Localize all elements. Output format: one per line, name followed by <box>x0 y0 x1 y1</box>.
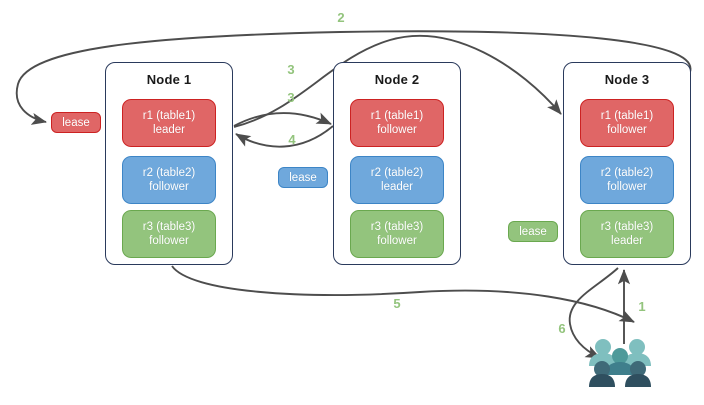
replica-role: follower <box>607 124 647 136</box>
node-title: Node 3 <box>604 72 650 87</box>
replica-name: r2 (table2) <box>142 167 196 179</box>
node-box-2[interactable]: Node 2 r1 (table1) follower r2 (table2) … <box>333 62 461 265</box>
lease-badge-green[interactable]: lease <box>508 221 558 242</box>
replica-r2[interactable]: r2 (table2) follower <box>122 156 216 204</box>
replica-role: leader <box>381 181 413 193</box>
replica-role: follower <box>149 181 189 193</box>
replica-role: follower <box>377 124 417 136</box>
replica-name: r1 (table1) <box>142 110 196 122</box>
node-title: Node 2 <box>374 72 420 87</box>
replica-name: r1 (table1) <box>600 110 654 122</box>
replica-role: leader <box>153 124 185 136</box>
replica-r3[interactable]: r3 (table3) leader <box>580 210 674 258</box>
lease-badge-blue[interactable]: lease <box>278 167 328 188</box>
replica-name: r2 (table2) <box>370 167 424 179</box>
node-title: Node 1 <box>146 72 192 87</box>
step-label-2: 2 <box>337 10 345 25</box>
replica-role: leader <box>611 235 643 247</box>
users-icon[interactable] <box>586 336 654 388</box>
node-box-3[interactable]: Node 3 r1 (table1) follower r2 (table2) … <box>563 62 691 265</box>
replica-role: follower <box>149 235 189 247</box>
replica-r1[interactable]: r1 (table1) follower <box>350 99 444 147</box>
step-label-3-upper: 3 <box>287 62 295 77</box>
replica-role: follower <box>377 235 417 247</box>
step-label-1: 1 <box>638 299 646 314</box>
replica-role: follower <box>607 181 647 193</box>
lease-label: lease <box>289 171 317 184</box>
node-box-1[interactable]: Node 1 r1 (table1) leader r2 (table2) fo… <box>105 62 233 265</box>
replica-r3[interactable]: r3 (table3) follower <box>122 210 216 258</box>
edge-step-5 <box>171 265 635 323</box>
lease-label: lease <box>62 116 90 129</box>
step-label-5: 5 <box>393 296 401 311</box>
replica-r1[interactable]: r1 (table1) follower <box>580 99 674 147</box>
replica-r1[interactable]: r1 (table1) leader <box>122 99 216 147</box>
edge-step-3-node2 <box>233 112 332 127</box>
replica-r3[interactable]: r3 (table3) follower <box>350 210 444 258</box>
replica-r2[interactable]: r2 (table2) follower <box>580 156 674 204</box>
replica-name: r1 (table1) <box>370 110 424 122</box>
replica-name: r2 (table2) <box>600 167 654 179</box>
lease-label: lease <box>519 225 547 238</box>
step-label-6: 6 <box>558 321 566 336</box>
replica-name: r3 (table3) <box>600 221 654 233</box>
replica-r2[interactable]: r2 (table2) leader <box>350 156 444 204</box>
lease-badge-red[interactable]: lease <box>51 112 101 133</box>
replica-name: r3 (table3) <box>370 221 424 233</box>
step-label-4: 4 <box>288 132 296 147</box>
step-label-3-lower: 3 <box>287 90 295 105</box>
replica-name: r3 (table3) <box>142 221 196 233</box>
